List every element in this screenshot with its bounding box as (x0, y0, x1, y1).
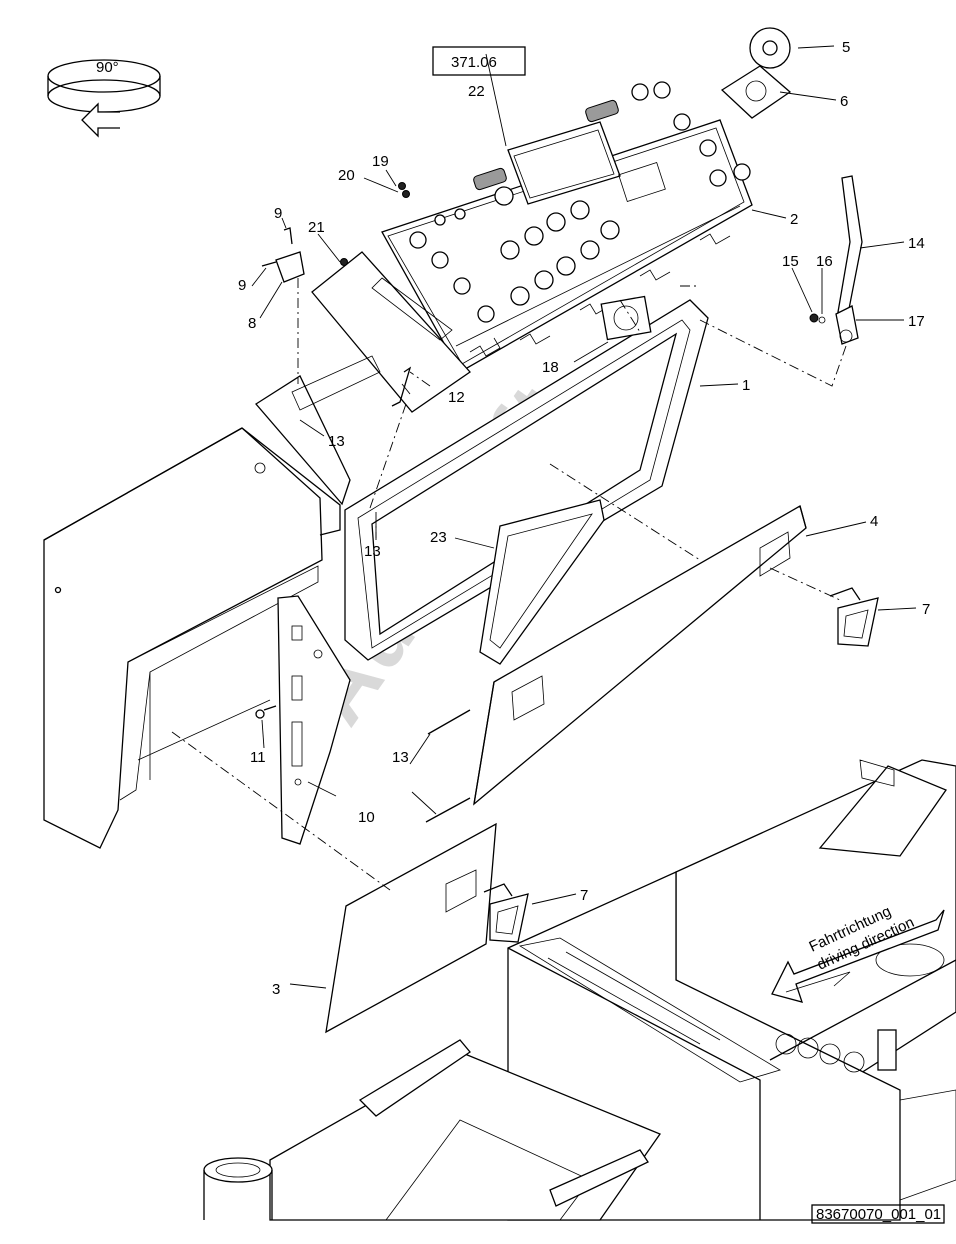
callout-7a: 7 (922, 601, 930, 618)
control-panel (381, 81, 753, 373)
callout-17: 17 (908, 313, 925, 330)
callout-13a: 13 (328, 433, 345, 450)
assembly-lines (171, 278, 847, 891)
cover-panel-3 (325, 822, 497, 1034)
fasteners (255, 182, 412, 719)
latch-right (829, 587, 879, 647)
callout-18: 18 (542, 359, 559, 376)
drawing-number: 83670070_001_01 (816, 1206, 941, 1223)
display-cover (479, 499, 605, 665)
callout-13c: 13 (392, 749, 409, 766)
callout-3: 3 (272, 981, 280, 998)
callout-23: 23 (430, 529, 447, 546)
housing (43, 427, 341, 849)
callout-14: 14 (908, 235, 925, 252)
callout-numbers: 5 6 2 14 15 16 17 1 4 7 7 3 22 23 18 10 … (238, 39, 930, 998)
callout-9a: 9 (274, 205, 282, 222)
callout-1: 1 (742, 377, 750, 394)
callout-5: 5 (842, 39, 850, 56)
frame (344, 299, 709, 661)
rotation-label: 90° (96, 59, 119, 76)
callout-4: 4 (870, 513, 878, 530)
callout-7b: 7 (580, 887, 588, 904)
callout-12: 12 (448, 389, 465, 406)
cover-panel-4 (473, 505, 807, 806)
callout-22: 22 (468, 83, 485, 100)
reference-number: 371.06 (451, 54, 497, 71)
callout-19: 19 (372, 153, 389, 170)
callout-13b: 13 (364, 543, 381, 560)
callout-21: 21 (308, 219, 325, 236)
callout-9b: 9 (238, 277, 246, 294)
callout-11: 11 (250, 749, 266, 766)
hopper (203, 1039, 661, 1221)
callout-15: 15 (782, 253, 799, 270)
callout-10: 10 (358, 809, 375, 826)
reference-box: 371.06 (432, 46, 526, 76)
callout-8: 8 (248, 315, 256, 332)
drawing-number-box: 83670070_001_01 (811, 1204, 945, 1224)
callout-leaders (251, 45, 917, 989)
callout-20: 20 (338, 167, 355, 184)
callout-16: 16 (816, 253, 833, 270)
callout-6: 6 (840, 93, 848, 110)
callout-2: 2 (790, 211, 798, 228)
latch-left (483, 883, 529, 943)
rotation-symbol: 90° (47, 59, 161, 138)
plate-10 (277, 595, 351, 845)
